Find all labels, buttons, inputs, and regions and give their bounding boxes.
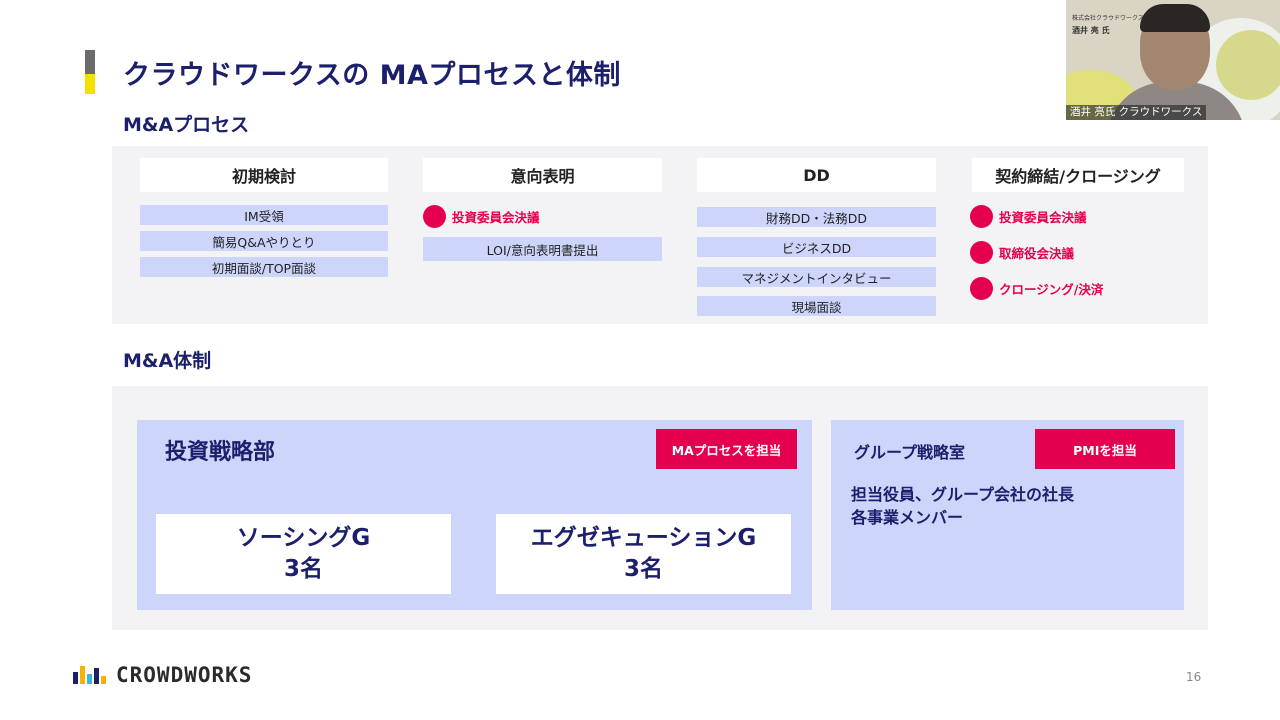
logo-text: CROWDWORKS bbox=[116, 663, 253, 687]
team-box: エグゼキューションG 3名 bbox=[496, 514, 791, 594]
decision-label: 取締役会決議 bbox=[999, 246, 1075, 261]
decision-label: 投資委員会決議 bbox=[452, 210, 540, 225]
card-name: 酒井 亮 氏 bbox=[1072, 26, 1110, 35]
process-column-heading: 契約締結/クロージング bbox=[972, 158, 1184, 192]
decision-item: 投資委員会決議 bbox=[970, 205, 1087, 228]
page-number: 16 bbox=[1186, 670, 1202, 684]
process-column-heading: 意向表明 bbox=[423, 158, 662, 192]
process-step: IM受領 bbox=[140, 205, 388, 225]
member-line: 担当役員、グループ会社の社長 bbox=[851, 485, 1075, 504]
team-size: 3名 bbox=[623, 556, 663, 582]
process-step: 現場面談 bbox=[697, 296, 936, 316]
bullet-dot-icon bbox=[970, 241, 993, 264]
card-company: 株式会社クラウドワークス bbox=[1072, 15, 1144, 22]
dept-name: 投資戦略部 bbox=[165, 440, 276, 465]
role-badge: PMIを担当 bbox=[1035, 429, 1175, 469]
role-badge: MAプロセスを担当 bbox=[656, 429, 797, 469]
bullet-dot-icon bbox=[423, 205, 446, 228]
process-step: ビジネスDD bbox=[697, 237, 936, 257]
investment-strategy-dept: 投資戦略部 MAプロセスを担当 ソーシングG 3名 エグゼキューションG 3名 bbox=[137, 420, 812, 610]
dept-name: グループ戦略室 bbox=[854, 443, 966, 462]
organization-panel: 投資戦略部 MAプロセスを担当 ソーシングG 3名 エグゼキューションG 3名 … bbox=[112, 386, 1208, 630]
speaker-video-tile: 株式会社クラウドワークス 酒井 亮 氏 酒井 亮氏 クラウドワークス bbox=[1066, 0, 1280, 120]
process-step: 簡易Q&Aやりとり bbox=[140, 231, 388, 251]
process-column-heading: DD bbox=[697, 158, 936, 192]
group-strategy-office: グループ戦略室 PMIを担当 担当役員、グループ会社の社長 各事業メンバー bbox=[831, 420, 1184, 610]
team-name: ソーシングG bbox=[236, 525, 371, 551]
bullet-dot-icon bbox=[970, 277, 993, 300]
decision-item: 投資委員会決議 bbox=[423, 205, 540, 228]
title-accent-bar bbox=[85, 50, 95, 94]
page-title: クラウドワークスの MAプロセスと体制 bbox=[123, 60, 621, 91]
process-step: 財務DD・法務DD bbox=[697, 207, 936, 227]
process-step: 初期面談/TOP面談 bbox=[140, 257, 388, 277]
decision-label: クロージング/決済 bbox=[999, 282, 1104, 297]
decision-item: クロージング/決済 bbox=[970, 277, 1103, 300]
speaker-hair bbox=[1140, 4, 1210, 32]
team-name: エグゼキューションG bbox=[530, 525, 757, 551]
logo-mark-icon bbox=[73, 666, 108, 684]
decision-label: 投資委員会決議 bbox=[999, 210, 1087, 225]
bullet-dot-icon bbox=[970, 205, 993, 228]
team-size: 3名 bbox=[283, 556, 323, 582]
speaker-name-label: 酒井 亮氏 クラウドワークス bbox=[1066, 105, 1207, 120]
process-section-title: M&Aプロセス bbox=[123, 114, 250, 136]
crowdworks-logo: CROWDWORKS bbox=[73, 663, 252, 687]
process-step: LOI/意向表明書提出 bbox=[423, 237, 662, 261]
organization-section-title: M&A体制 bbox=[123, 350, 212, 372]
speaker-name-card: 株式会社クラウドワークス 酒井 亮 氏 bbox=[1072, 14, 1144, 36]
team-box: ソーシングG 3名 bbox=[156, 514, 451, 594]
member-list: 担当役員、グループ会社の社長 各事業メンバー bbox=[851, 483, 1074, 529]
process-column-heading: 初期検討 bbox=[140, 158, 388, 192]
member-line: 各事業メンバー bbox=[851, 508, 964, 527]
process-panel: 初期検討 IM受領 簡易Q&Aやりとり 初期面談/TOP面談 意向表明 投資委員… bbox=[112, 146, 1208, 324]
process-step: マネジメントインタビュー bbox=[697, 267, 936, 287]
decision-item: 取締役会決議 bbox=[970, 241, 1074, 264]
